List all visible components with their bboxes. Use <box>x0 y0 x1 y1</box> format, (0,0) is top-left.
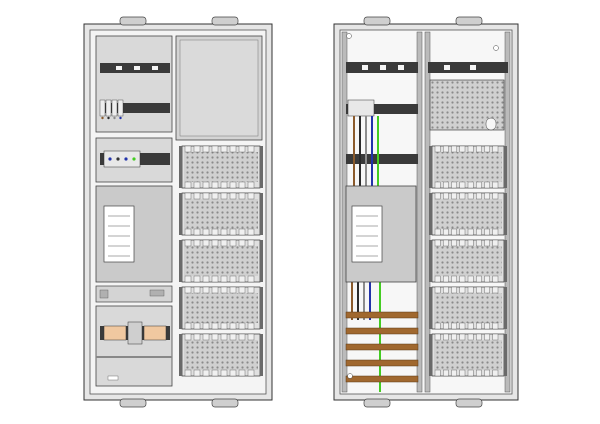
busbar <box>345 375 419 383</box>
busbar <box>345 311 419 319</box>
right-module-rows <box>429 145 507 377</box>
busbar <box>345 359 419 367</box>
right-busbar-group <box>345 311 419 383</box>
left-module-row <box>179 192 263 236</box>
left-module-row <box>179 333 263 377</box>
left-din-rail-1 <box>100 63 170 73</box>
left-module-row <box>179 239 263 283</box>
left-breaker <box>105 99 112 120</box>
right-din-rail-3 <box>346 154 418 164</box>
right-post-mid-a <box>416 31 423 393</box>
left-meter-box <box>103 205 135 263</box>
left-breaker-group <box>99 99 124 120</box>
left-breaker <box>117 99 124 120</box>
left-cabinet <box>83 16 273 408</box>
left-module-row <box>179 286 263 330</box>
left-terminal-block <box>100 321 170 345</box>
left-din-rail-2 <box>100 103 170 113</box>
left-din-rail-3 <box>100 150 170 168</box>
left-lower-panel <box>95 305 173 387</box>
right-module-row <box>429 145 507 189</box>
busbar <box>345 327 419 335</box>
busbar <box>345 343 419 351</box>
left-breaker <box>111 99 118 120</box>
left-breaker <box>99 99 106 120</box>
right-top-feet <box>363 16 483 408</box>
right-module-row <box>429 333 507 377</box>
right-cabinet <box>333 16 519 408</box>
right-din-rail-1 <box>346 62 418 73</box>
left-module-row <box>179 145 263 189</box>
left-top-feet <box>119 16 239 408</box>
right-din-rail-1b <box>428 62 508 73</box>
right-module-row <box>429 192 507 236</box>
right-module-row <box>429 286 507 330</box>
right-module-row <box>429 239 507 283</box>
left-module-rows <box>179 145 263 377</box>
right-meter-box <box>351 205 383 263</box>
